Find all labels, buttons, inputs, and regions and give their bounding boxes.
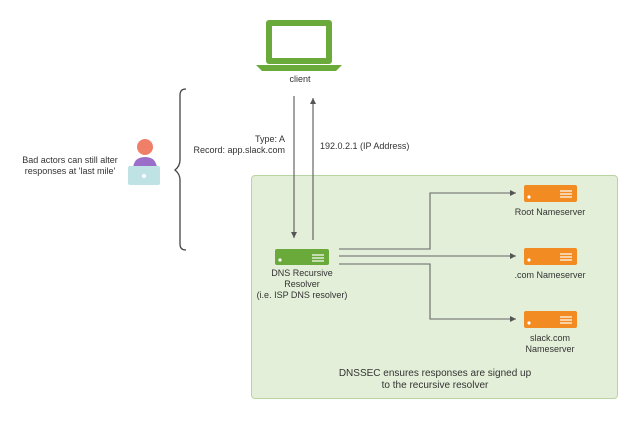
root-nameserver-icon	[524, 185, 577, 202]
laptop-icon	[256, 20, 342, 71]
bad-actor-line-1: Bad actors can still alter	[22, 155, 118, 165]
slack-nameserver-label-line-2: Nameserver	[525, 344, 575, 354]
bad-actor-line-2: responses at 'last mile'	[24, 166, 116, 176]
com-nameserver-label: .com Nameserver	[514, 270, 586, 280]
dnssec-note-line-2: to the recursive resolver	[381, 380, 489, 391]
resolver-label-line-2: Resolver	[284, 279, 320, 289]
root-query-arrow	[339, 190, 516, 250]
request-record-label: Record: app.slack.com	[193, 145, 285, 155]
slack-nameserver-icon	[524, 311, 577, 328]
last-mile-brace	[173, 88, 187, 251]
dnssec-zone	[251, 175, 618, 399]
client-label: client	[289, 74, 311, 84]
com-nameserver-icon	[524, 248, 577, 265]
resolver-server-icon	[275, 249, 329, 265]
resolver-label-line-1: DNS Recursive	[271, 268, 333, 278]
resolver-label-line-3: (i.e. ISP DNS resolver)	[256, 290, 348, 300]
slack-nameserver-label-line-1: slack.com	[529, 333, 570, 343]
slack-query-arrow	[339, 263, 516, 322]
response-ip-label: 192.0.2.1 (IP Address)	[320, 141, 410, 151]
request-type-label: Type: A	[254, 134, 285, 144]
root-nameserver-label: Root Nameserver	[514, 207, 586, 217]
dnssec-note-line-1: DNSSEC ensures responses are signed up	[338, 368, 532, 379]
person-at-laptop-icon	[128, 139, 160, 185]
